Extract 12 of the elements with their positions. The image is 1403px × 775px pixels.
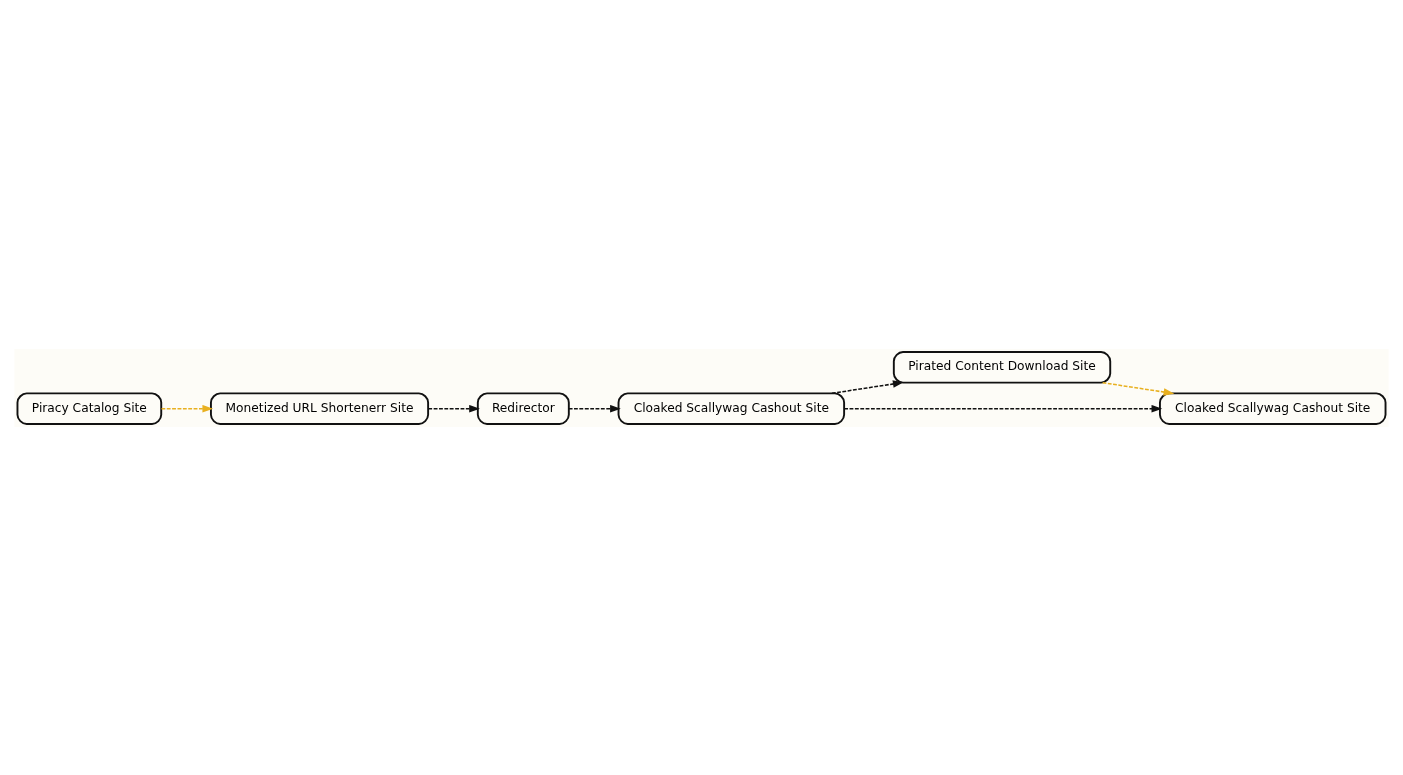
node-box: Piracy Catalog Site	[16, 391, 163, 425]
node-box: Redirector	[476, 391, 570, 425]
node-box: Cloaked Scallywag Cashout Site	[1159, 391, 1387, 425]
arrow	[427, 404, 480, 412]
node-box: Monetized URL Shortenerr Site	[210, 391, 430, 425]
arrow	[568, 404, 621, 412]
arrow	[1101, 381, 1175, 396]
arrow	[831, 379, 904, 394]
arrow	[160, 404, 214, 412]
node-box: Cloaked Scallywag Cashout Site	[617, 391, 846, 425]
node-box: Pirated Content Download Site	[892, 350, 1112, 384]
arrow	[843, 404, 1163, 412]
